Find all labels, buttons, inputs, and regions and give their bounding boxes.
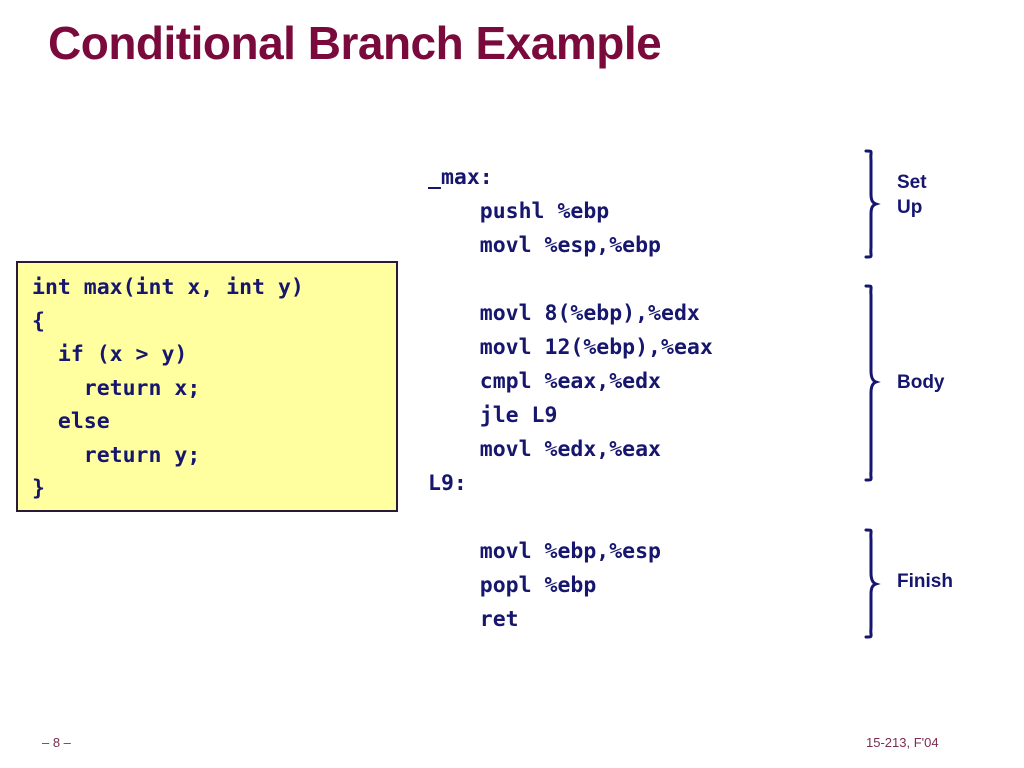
assembly-listing: _max: pushl %ebp movl %esp,%ebp movl 8(%… — [428, 161, 828, 637]
asm-line-label-max: _max: — [428, 165, 493, 190]
c-code-line: if (x > y) — [32, 342, 188, 367]
asm-line-ret: ret — [428, 607, 519, 632]
group-label-body: Body — [897, 372, 945, 393]
asm-line-movl-esp-ebp: movl %esp,%ebp — [428, 233, 661, 258]
asm-line-cmpl-eax-edx: cmpl %eax,%edx — [428, 369, 661, 394]
group-label-setup: Set Up — [897, 172, 927, 218]
footer-course-label: 15-213, F'04 — [866, 735, 939, 750]
group-body: Body — [828, 283, 1018, 483]
page-title: Conditional Branch Example — [48, 17, 662, 69]
group-label-finish: Finish — [897, 571, 953, 592]
group-finish: Finish — [828, 527, 1018, 640]
curly-brace-icon — [864, 284, 881, 482]
footer-page-number: – 8 – — [42, 735, 71, 750]
asm-line-movl-8ebp-edx: movl 8(%ebp),%edx — [428, 301, 700, 326]
asm-line-movl-12ebp-eax: movl 12(%ebp),%eax — [428, 335, 713, 360]
asm-line-pushl-ebp: pushl %ebp — [428, 199, 610, 224]
asm-line-spacer — [428, 501, 828, 535]
c-code-line: return x; — [32, 375, 201, 401]
asm-line-jle-l9: jle L9 — [428, 403, 558, 428]
group-setup: Set Up — [828, 148, 1018, 260]
c-code-line: int max(int x, int y) — [32, 275, 304, 300]
c-code-line: else — [32, 409, 110, 434]
curly-brace-icon — [864, 528, 881, 639]
c-source-code-box: int max(int x, int y) { if (x > y) retur… — [16, 261, 398, 512]
curly-brace-icon — [864, 149, 881, 259]
asm-line-label-l9: L9: — [428, 471, 467, 496]
asm-line-popl-ebp: popl %ebp — [428, 573, 597, 598]
asm-line-movl-edx-eax: movl %edx,%eax — [428, 437, 661, 462]
c-code-line: { — [32, 308, 45, 334]
asm-line-spacer — [428, 263, 828, 297]
asm-line-movl-ebp-esp: movl %ebp,%esp — [428, 539, 661, 564]
c-code-line: return y; — [32, 442, 201, 468]
c-code-line: } — [32, 476, 45, 501]
